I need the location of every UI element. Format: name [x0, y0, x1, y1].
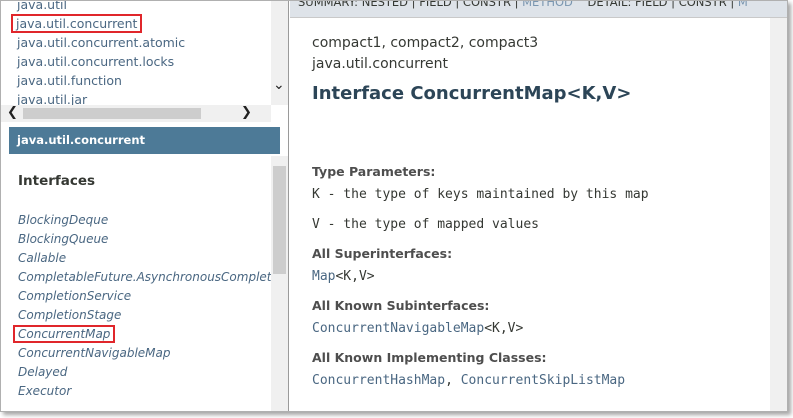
package-link-java-util-concurrent-atomic[interactable]: java.util.concurrent.atomic	[17, 35, 186, 50]
chevron-down-icon[interactable]: ⌄	[273, 77, 285, 93]
superinterface-link-map[interactable]: Map	[312, 269, 336, 284]
superinterface-type-args: <K,V>	[335, 269, 375, 284]
implementing-classes-label: All Known Implementing Classes:	[312, 350, 547, 365]
package-list-frame: java.util java.util.concurrent java.util…	[1, 1, 289, 127]
package-link-java-util-concurrent-locks[interactable]: java.util.concurrent.locks	[17, 54, 175, 69]
subnav-text: Summary: Nested | Field | Constr | Metho…	[298, 1, 748, 9]
interface-link-concurrentnavigablemap[interactable]: ConcurrentNavigableMap	[18, 346, 171, 360]
scroll-left-arrow-icon[interactable]: ❮	[7, 105, 18, 120]
package-link-java-util-jar[interactable]: java.util.jar	[17, 92, 88, 107]
interface-list: BlockingDeque BlockingQueue Callable Com…	[12, 211, 289, 401]
class-link-concurrentskiplistmap[interactable]: ConcurrentSkipListMap	[460, 373, 626, 388]
profiles-label: compact1, compact2, compact3	[312, 35, 539, 51]
type-parameter-k: K - the type of keys maintained by this …	[312, 187, 649, 202]
interface-link-blockingdeque[interactable]: BlockingDeque	[18, 213, 109, 227]
summary-links[interactable]: Summary: Nested | Field | Constr |	[298, 1, 523, 9]
class-detail-frame: Summary: Nested | Field | Constr | Metho…	[290, 1, 787, 411]
package-label: java.util.concurrent	[312, 56, 449, 72]
package-list: java.util java.util.concurrent java.util…	[10, 1, 186, 109]
subinterfaces-label: All Known Subinterfaces:	[312, 298, 490, 313]
detail-links[interactable]: Detail: Field | Constr |	[587, 1, 738, 9]
type-parameters-label: Type Parameters:	[312, 164, 436, 179]
interface-link-executor[interactable]: Executor	[18, 384, 72, 398]
summary-method-link[interactable]: Method	[522, 1, 573, 9]
package-link-java-util[interactable]: java.util	[17, 1, 67, 12]
interface-link-completionservice[interactable]: CompletionService	[18, 289, 132, 303]
interface-link-blockingqueue[interactable]: BlockingQueue	[18, 232, 109, 246]
javadoc-window: java.util java.util.concurrent java.util…	[0, 0, 788, 412]
class-list-frame: java.util.concurrent Interfaces Blocking…	[1, 127, 289, 411]
superinterfaces-value: Map<K,V>	[312, 269, 375, 284]
interface-link-completablefuture-asynccompletiontask[interactable]: CompletableFuture.AsynchronousCompletion…	[18, 270, 289, 284]
detail-vertical-scrollbar[interactable]	[770, 18, 787, 411]
implementing-classes-value: ConcurrentHashMap, ConcurrentSkipListMap	[312, 373, 625, 388]
subinterfaces-value: ConcurrentNavigableMap<K,V>	[312, 321, 523, 336]
class-separator: ,	[445, 373, 461, 388]
subinterface-link-concurrentnavigablemap[interactable]: ConcurrentNavigableMap	[312, 321, 485, 336]
class-list-vertical-scrollbar[interactable]	[271, 156, 288, 411]
interface-link-delayed[interactable]: Delayed	[18, 365, 68, 379]
interface-link-callable[interactable]: Callable	[18, 251, 67, 265]
sub-navigation-bar: Summary: Nested | Field | Constr | Metho…	[290, 1, 787, 18]
package-link-java-util-function[interactable]: java.util.function	[17, 73, 122, 88]
class-link-concurrenthashmap[interactable]: ConcurrentHashMap	[312, 373, 446, 388]
interfaces-heading: Interfaces	[18, 173, 96, 189]
subinterface-type-args: <K,V>	[484, 321, 524, 336]
horizontal-scroll-thumb[interactable]	[23, 108, 201, 119]
interface-link-concurrentmap[interactable]: ConcurrentMap	[12, 325, 116, 343]
vertical-scroll-thumb[interactable]	[273, 166, 286, 274]
interface-link-completionstage[interactable]: CompletionStage	[18, 308, 122, 322]
package-list-horizontal-scrollbar[interactable]: ❮ ❯	[1, 105, 271, 122]
page-title: Interface ConcurrentMap<K,V>	[312, 83, 632, 104]
detail-method-link[interactable]: M	[737, 1, 748, 9]
package-header[interactable]: java.util.concurrent	[9, 127, 280, 154]
package-list-vertical-scrollbar[interactable]: ⌄	[271, 1, 288, 105]
package-link-java-util-concurrent[interactable]: java.util.concurrent	[10, 14, 143, 33]
scroll-right-arrow-icon[interactable]: ❯	[241, 105, 252, 120]
type-parameter-v: V - the type of mapped values	[312, 217, 539, 232]
superinterfaces-label: All Superinterfaces:	[312, 246, 453, 261]
